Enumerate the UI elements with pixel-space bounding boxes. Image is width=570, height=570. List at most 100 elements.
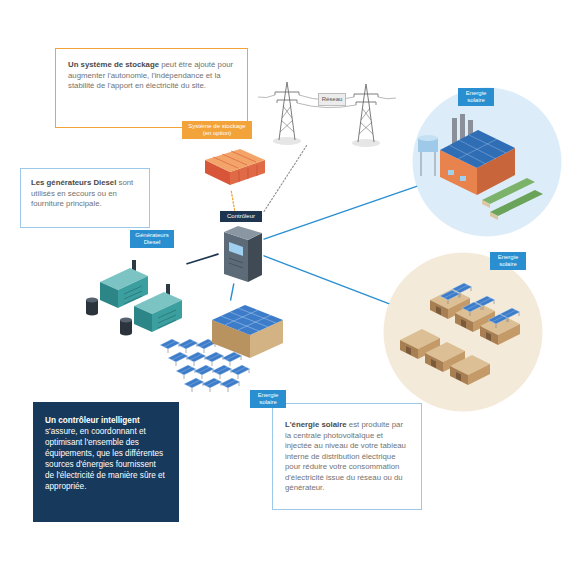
solar-array-illustration	[230, 312, 268, 327]
callout-heading: L'énergie solaire	[285, 420, 347, 429]
solar-array-illustration	[196, 339, 216, 353]
factory-illustration	[477, 148, 515, 195]
factory-illustration	[440, 130, 515, 168]
factory-illustration	[459, 140, 496, 159]
diesel-generators-illustration	[134, 284, 182, 332]
camp-cabins-illustration	[462, 302, 482, 316]
battery-storage-illustration	[231, 151, 256, 162]
diesel-generators-illustration	[100, 260, 148, 308]
solar-array-illustration	[212, 320, 250, 358]
factory-illustration	[482, 200, 490, 208]
controller-cabinet	[229, 258, 243, 263]
callout-heading: Un système de stockage	[68, 60, 159, 69]
battery-storage-illustration	[213, 157, 238, 168]
connector-line	[231, 190, 234, 210]
solar-array-illustration	[238, 308, 276, 323]
camp-cabins-illustration	[430, 289, 470, 319]
circle-fill	[384, 253, 543, 412]
camp-cabins-illustration	[480, 315, 520, 345]
callout-box: L'énergie solaireest produite par la cen…	[272, 403, 422, 510]
power-grid-pylons	[352, 84, 380, 147]
camp-cabins-illustration	[400, 329, 440, 359]
power-grid-pylons	[297, 103, 356, 108]
storage-node: Système de stockage (en option)	[180, 120, 270, 190]
factory-illustration	[418, 135, 438, 141]
solar-array-illustration	[212, 365, 232, 379]
diesel-generators-illustration	[86, 298, 98, 316]
camp-cabins-illustration	[400, 283, 520, 385]
power-grid-pylons	[299, 95, 354, 100]
solar-array-illustration	[186, 352, 206, 366]
camp-cabins-illustration	[488, 314, 508, 328]
camp-cabins-illustration	[450, 355, 490, 385]
battery-storage-illustration	[205, 160, 230, 185]
factory-illustration	[490, 212, 498, 220]
factory-illustration	[418, 138, 438, 152]
factory-illustration	[418, 114, 543, 220]
callout-body: s'assure, en coordonnant et optimisant l…	[45, 427, 165, 491]
callout-paragraph: Un système de stockagepeut être ajouté p…	[68, 60, 235, 92]
connector-line	[264, 256, 389, 304]
circle-outline	[383, 252, 543, 412]
solar-array-illustration	[225, 310, 258, 325]
battery-storage-illustration	[248, 168, 249, 179]
controller-cabinet	[224, 226, 262, 240]
controller-cabinet	[229, 263, 243, 268]
diesel-generators-illustration	[120, 318, 132, 336]
factory-illustration	[452, 118, 457, 146]
component-label: Système de stockage (en option)	[182, 121, 252, 139]
component-label: Energie solaire	[250, 390, 286, 408]
component-label: Contrôleur	[220, 211, 262, 222]
callout-box: Un système de stockagepeut être ajouté p…	[55, 48, 248, 128]
solar-array-illustration	[176, 365, 196, 379]
solar-site-circle: Energie solaire	[412, 87, 562, 237]
diesel-generators-illustration	[86, 260, 182, 336]
factory-illustration	[449, 145, 486, 164]
battery-storage-illustration	[257, 165, 258, 176]
connector-line	[264, 144, 308, 211]
factory-illustration	[469, 135, 506, 153]
camp-cabins-illustration	[500, 308, 520, 322]
solar-array-illustration	[160, 339, 180, 353]
power-grid-pylons	[258, 95, 275, 98]
solar-array-illustration	[168, 352, 188, 366]
camp-cabins-illustration	[440, 290, 460, 304]
circle-outline	[412, 87, 562, 237]
battery-storage-illustration	[205, 149, 265, 185]
controller-node: Contrôleur	[218, 210, 264, 284]
solar-array-illustration	[184, 378, 204, 392]
solar-array-illustration	[202, 378, 222, 392]
factory-illustration	[482, 178, 535, 204]
callout-heading: Un contrôleur intelligent	[45, 416, 140, 425]
solar-array-illustration	[194, 365, 214, 379]
solar-array-illustration	[212, 305, 283, 335]
component-label: Energie solaire	[458, 88, 494, 106]
solar-array-illustration	[178, 339, 198, 353]
controller-cabinet	[229, 242, 243, 256]
controller-cabinet	[224, 232, 248, 282]
battery-storage-illustration	[239, 171, 240, 182]
component-label: Réseau	[318, 93, 346, 106]
battery-storage-illustration	[222, 154, 247, 165]
camp-cabins-illustration	[455, 302, 495, 332]
solar-array-illustration	[160, 305, 283, 392]
factory-illustration	[458, 139, 497, 159]
connector-line	[264, 186, 417, 239]
factory-illustration	[440, 150, 477, 195]
solar-array-illustration	[238, 315, 271, 330]
factory-illustration	[421, 150, 422, 176]
component-label: Energie solaire	[490, 252, 526, 270]
controller-cabinet	[248, 233, 262, 282]
solar-array-illustration	[222, 352, 242, 366]
callout-paragraph: Un contrôleur intelligent s'assure, en co…	[45, 415, 167, 492]
callout-paragraph: Les générateurs Dieselsont utilisés en s…	[31, 178, 139, 210]
generator-node: Générateurs Diesel	[82, 229, 187, 331]
factory-illustration	[468, 120, 473, 144]
battery-storage-illustration	[230, 160, 265, 185]
solar-array-node: Energie solaire	[152, 300, 288, 408]
factory-illustration	[460, 114, 465, 144]
component-label: Générateurs Diesel	[130, 230, 174, 248]
power-grid-pylons	[378, 97, 396, 99]
